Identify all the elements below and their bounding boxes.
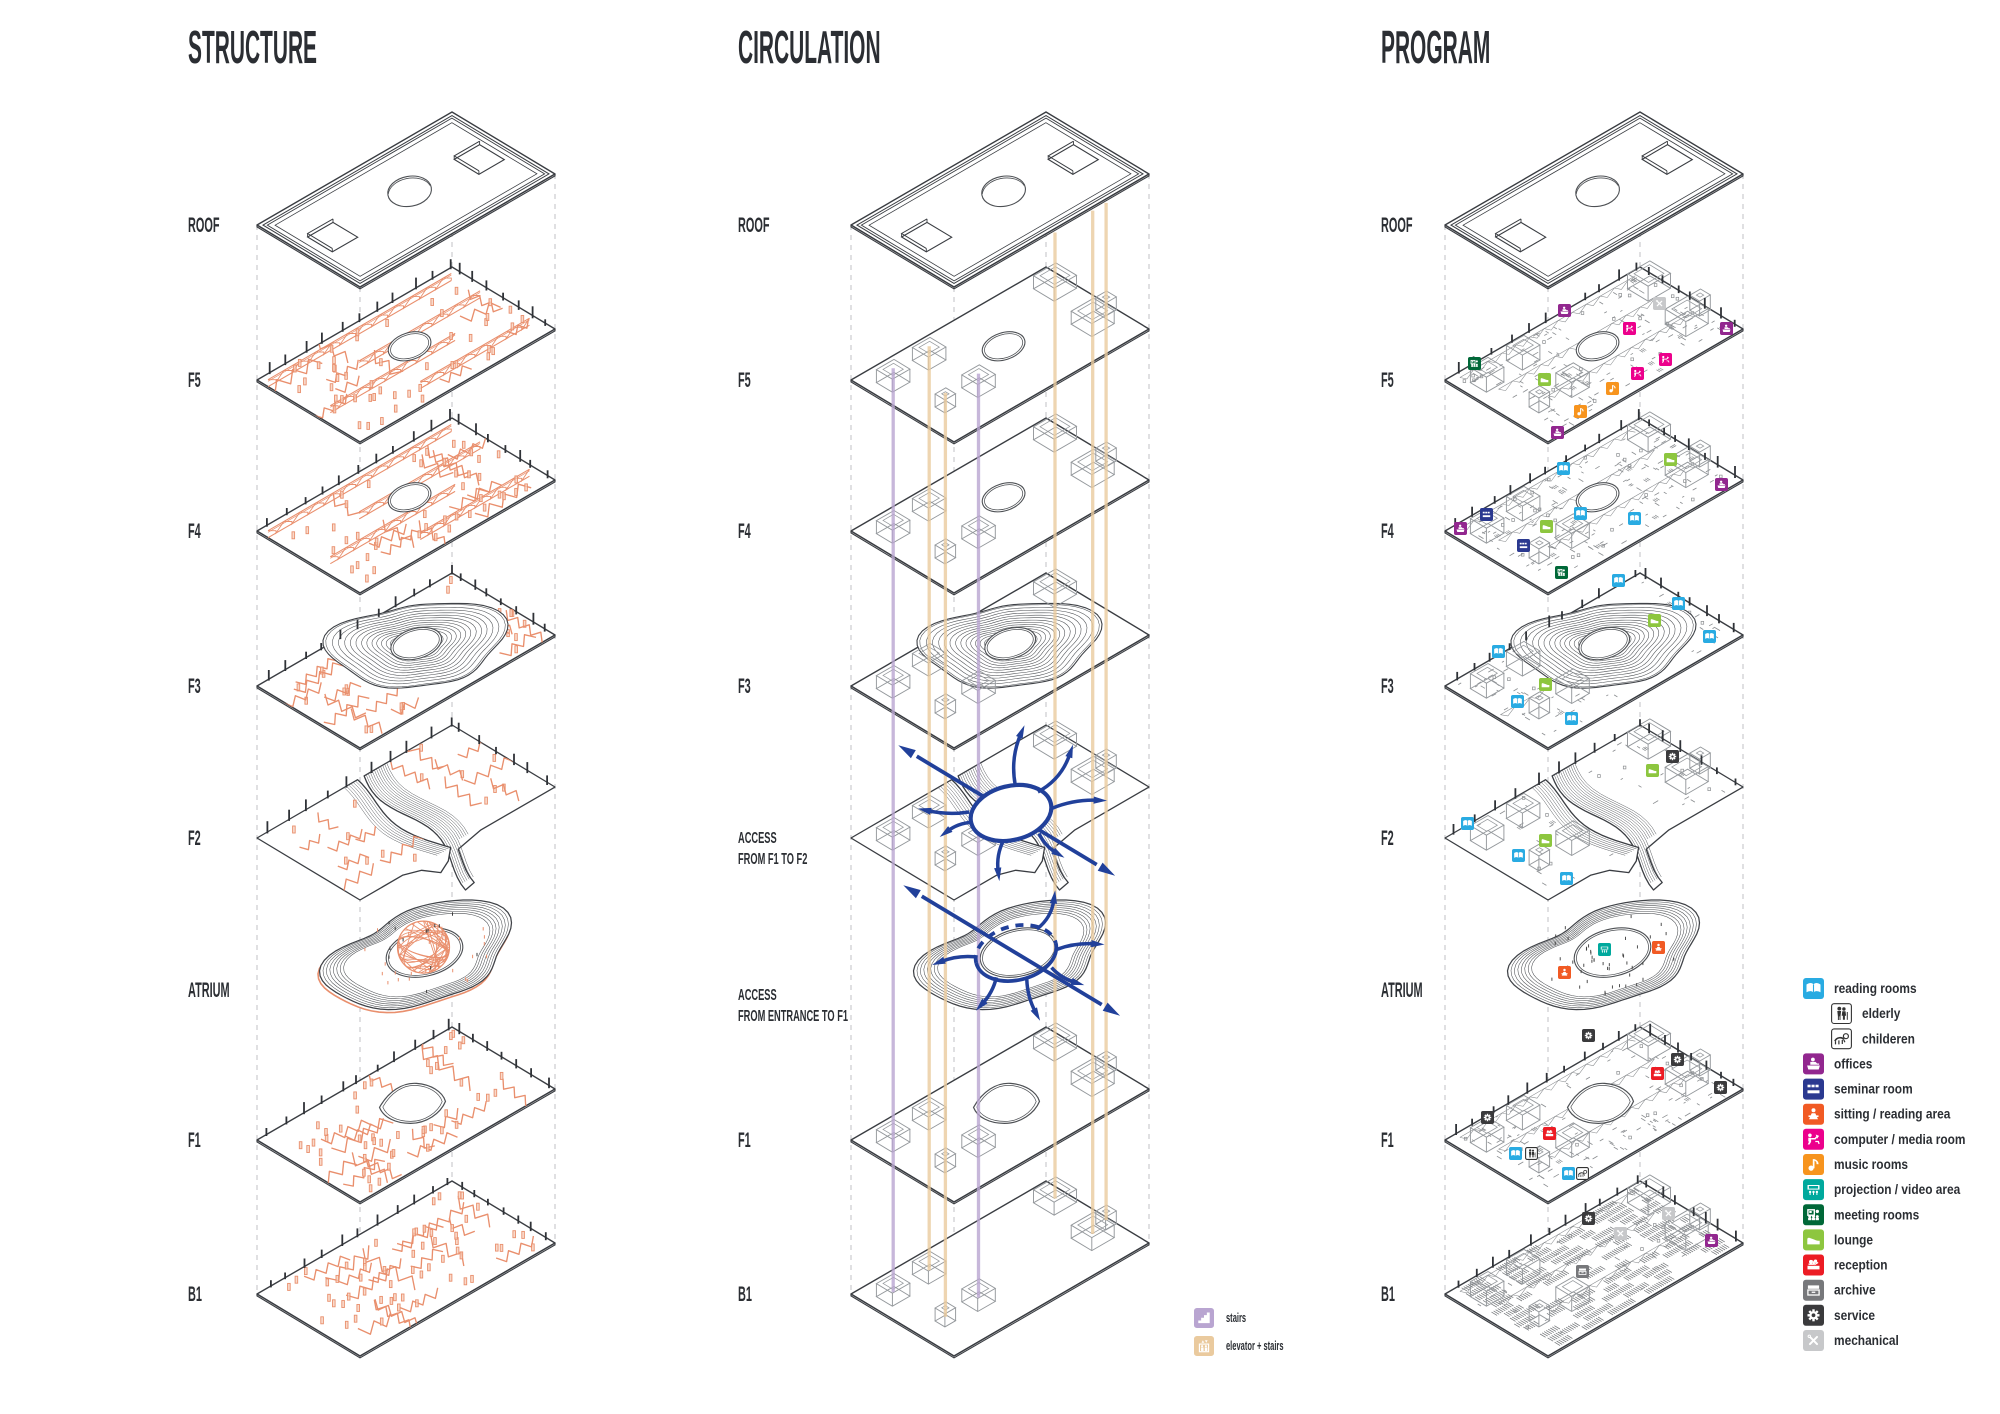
svg-text:F2: F2 [1381, 826, 1394, 850]
svg-text:elevator + stairs: elevator + stairs [1226, 1339, 1284, 1354]
svg-text:F5: F5 [188, 368, 201, 392]
svg-text:childeren: childeren [1862, 1030, 1915, 1046]
svg-text:F4: F4 [1381, 519, 1394, 543]
svg-text:ACCESS: ACCESS [738, 828, 777, 846]
svg-text:meeting rooms: meeting rooms [1834, 1206, 1919, 1222]
svg-text:F3: F3 [738, 674, 751, 698]
svg-text:F4: F4 [188, 519, 201, 543]
svg-text:elderly: elderly [1862, 1005, 1901, 1021]
svg-text:computer / media room: computer / media room [1834, 1131, 1966, 1147]
svg-text:sitting / reading area: sitting / reading area [1834, 1106, 1951, 1122]
svg-text:ROOF: ROOF [1381, 213, 1413, 237]
svg-text:lounge: lounge [1834, 1231, 1873, 1247]
svg-text:B1: B1 [738, 1282, 752, 1306]
svg-text:offices: offices [1834, 1055, 1872, 1071]
svg-text:FROM ENTRANCE TO F1: FROM ENTRANCE TO F1 [738, 1006, 848, 1024]
svg-text:PROGRAM: PROGRAM [1381, 22, 1490, 73]
svg-text:F1: F1 [188, 1128, 201, 1152]
svg-text:CIRCULATION: CIRCULATION [738, 22, 881, 73]
svg-text:FROM F1 TO F2: FROM F1 TO F2 [738, 849, 807, 867]
svg-text:ATRIUM: ATRIUM [188, 978, 230, 1002]
svg-text:B1: B1 [188, 1282, 202, 1306]
svg-text:F3: F3 [1381, 674, 1394, 698]
svg-text:ROOF: ROOF [738, 213, 770, 237]
svg-text:reception: reception [1834, 1257, 1888, 1273]
svg-text:reading rooms: reading rooms [1834, 980, 1917, 996]
svg-text:ROOF: ROOF [188, 213, 220, 237]
svg-text:F5: F5 [1381, 368, 1394, 392]
svg-text:projection / video area: projection / video area [1834, 1181, 1961, 1197]
svg-text:F1: F1 [738, 1128, 751, 1152]
svg-text:mechanical: mechanical [1834, 1332, 1899, 1348]
svg-text:F2: F2 [188, 826, 201, 850]
svg-text:F3: F3 [188, 674, 201, 698]
svg-text:archive: archive [1834, 1282, 1876, 1298]
svg-text:F5: F5 [738, 368, 751, 392]
svg-text:F1: F1 [1381, 1128, 1394, 1152]
svg-text:ATRIUM: ATRIUM [1381, 978, 1423, 1002]
svg-text:seminar room: seminar room [1834, 1081, 1913, 1097]
svg-text:service: service [1834, 1307, 1875, 1323]
svg-text:F4: F4 [738, 519, 751, 543]
svg-text:stairs: stairs [1226, 1311, 1246, 1326]
svg-text:music rooms: music rooms [1834, 1156, 1908, 1172]
svg-text:STRUCTURE: STRUCTURE [188, 22, 317, 73]
svg-text:ACCESS: ACCESS [738, 985, 777, 1003]
svg-text:B1: B1 [1381, 1282, 1395, 1306]
